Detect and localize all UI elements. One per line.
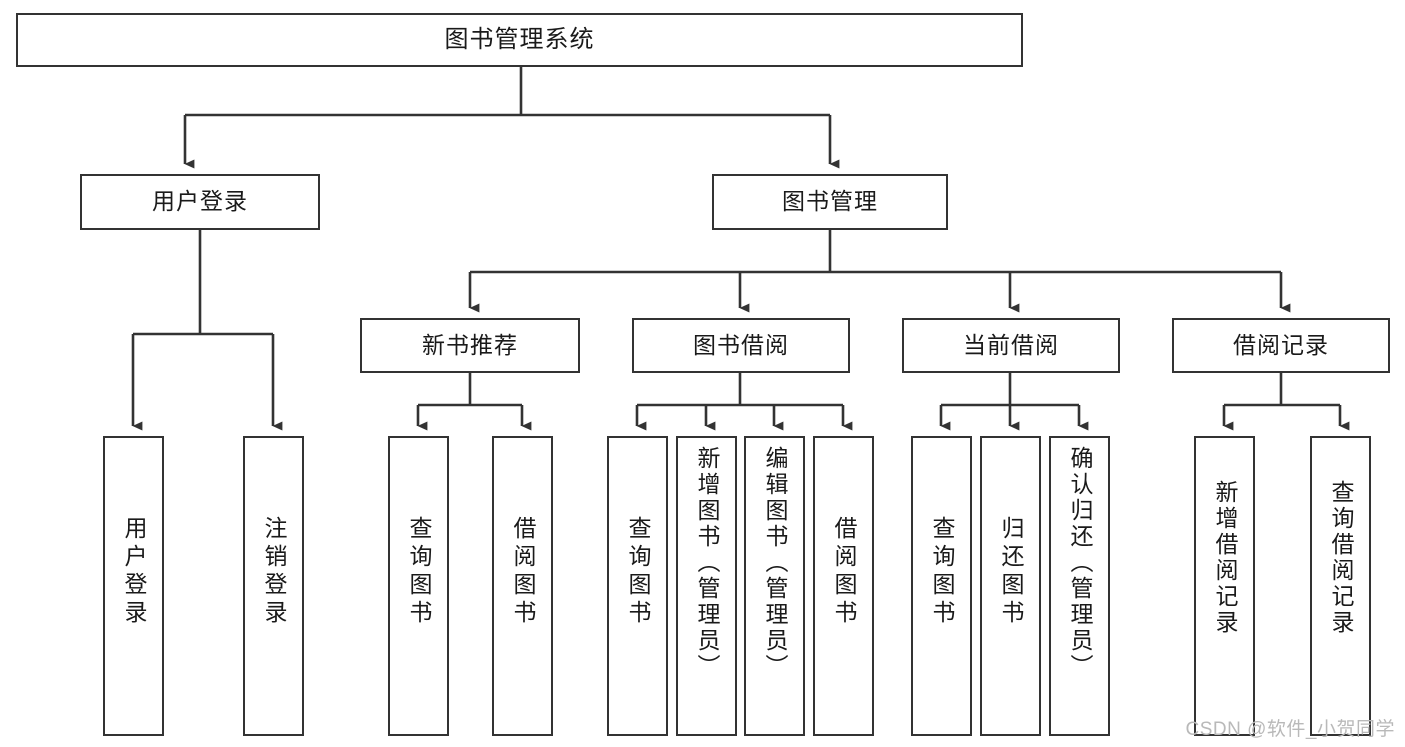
node-book-management[interactable]: 图书管理	[712, 174, 948, 230]
node-leaf-confirm-return[interactable]: 确认归还（管理员）	[1049, 436, 1110, 736]
node-leaf-logout[interactable]: 注销登录	[243, 436, 304, 736]
node-leaf-edit-book[interactable]: 编辑图书（管理员）	[744, 436, 805, 736]
node-root-book-management-system[interactable]: 图书管理系统	[16, 13, 1023, 67]
node-label: 注销登录	[261, 516, 287, 628]
node-leaf-add-borrow-record[interactable]: 新增借阅记录	[1194, 436, 1255, 736]
node-label: 图书借阅	[693, 331, 789, 358]
node-label: 图书管理	[782, 188, 878, 215]
node-label: 查询图书	[625, 516, 651, 628]
node-label: 新增借阅记录	[1212, 480, 1238, 636]
node-label: 新增图书（管理员）	[694, 446, 720, 680]
node-leaf-query-borrow-record[interactable]: 查询借阅记录	[1310, 436, 1371, 736]
node-leaf-query-book-borrow[interactable]: 查询图书	[607, 436, 668, 736]
node-leaf-borrow-book-new[interactable]: 借阅图书	[492, 436, 553, 736]
node-label: 借阅图书	[510, 516, 536, 628]
node-label: 归还图书	[998, 516, 1024, 628]
node-label: 借阅图书	[831, 516, 857, 628]
node-label: 新书推荐	[422, 331, 518, 358]
node-label: 用户登录	[121, 516, 147, 628]
node-new-book-recommend[interactable]: 新书推荐	[360, 318, 580, 373]
node-leaf-query-book-new[interactable]: 查询图书	[388, 436, 449, 736]
node-leaf-add-book[interactable]: 新增图书（管理员）	[676, 436, 737, 736]
node-book-borrow[interactable]: 图书借阅	[632, 318, 850, 373]
node-label: 查询图书	[929, 516, 955, 628]
node-label: 借阅记录	[1233, 331, 1329, 358]
node-label: 确认归还（管理员）	[1067, 446, 1093, 680]
csdn-watermark: CSDN @软件_小贺同学	[1185, 719, 1395, 740]
node-label: 图书管理系统	[444, 25, 595, 53]
node-label: 查询借阅记录	[1328, 480, 1354, 636]
node-label: 用户登录	[152, 188, 248, 215]
node-leaf-user-login[interactable]: 用户登录	[103, 436, 164, 736]
node-leaf-query-book-current[interactable]: 查询图书	[911, 436, 972, 736]
node-leaf-borrow-book-borrow[interactable]: 借阅图书	[813, 436, 874, 736]
node-current-borrow[interactable]: 当前借阅	[902, 318, 1120, 373]
node-user-login[interactable]: 用户登录	[80, 174, 320, 230]
node-borrow-record[interactable]: 借阅记录	[1172, 318, 1390, 373]
node-leaf-return-book[interactable]: 归还图书	[980, 436, 1041, 736]
node-label: 当前借阅	[963, 331, 1059, 358]
node-label: 查询图书	[406, 516, 432, 628]
node-label: 编辑图书（管理员）	[762, 446, 788, 680]
